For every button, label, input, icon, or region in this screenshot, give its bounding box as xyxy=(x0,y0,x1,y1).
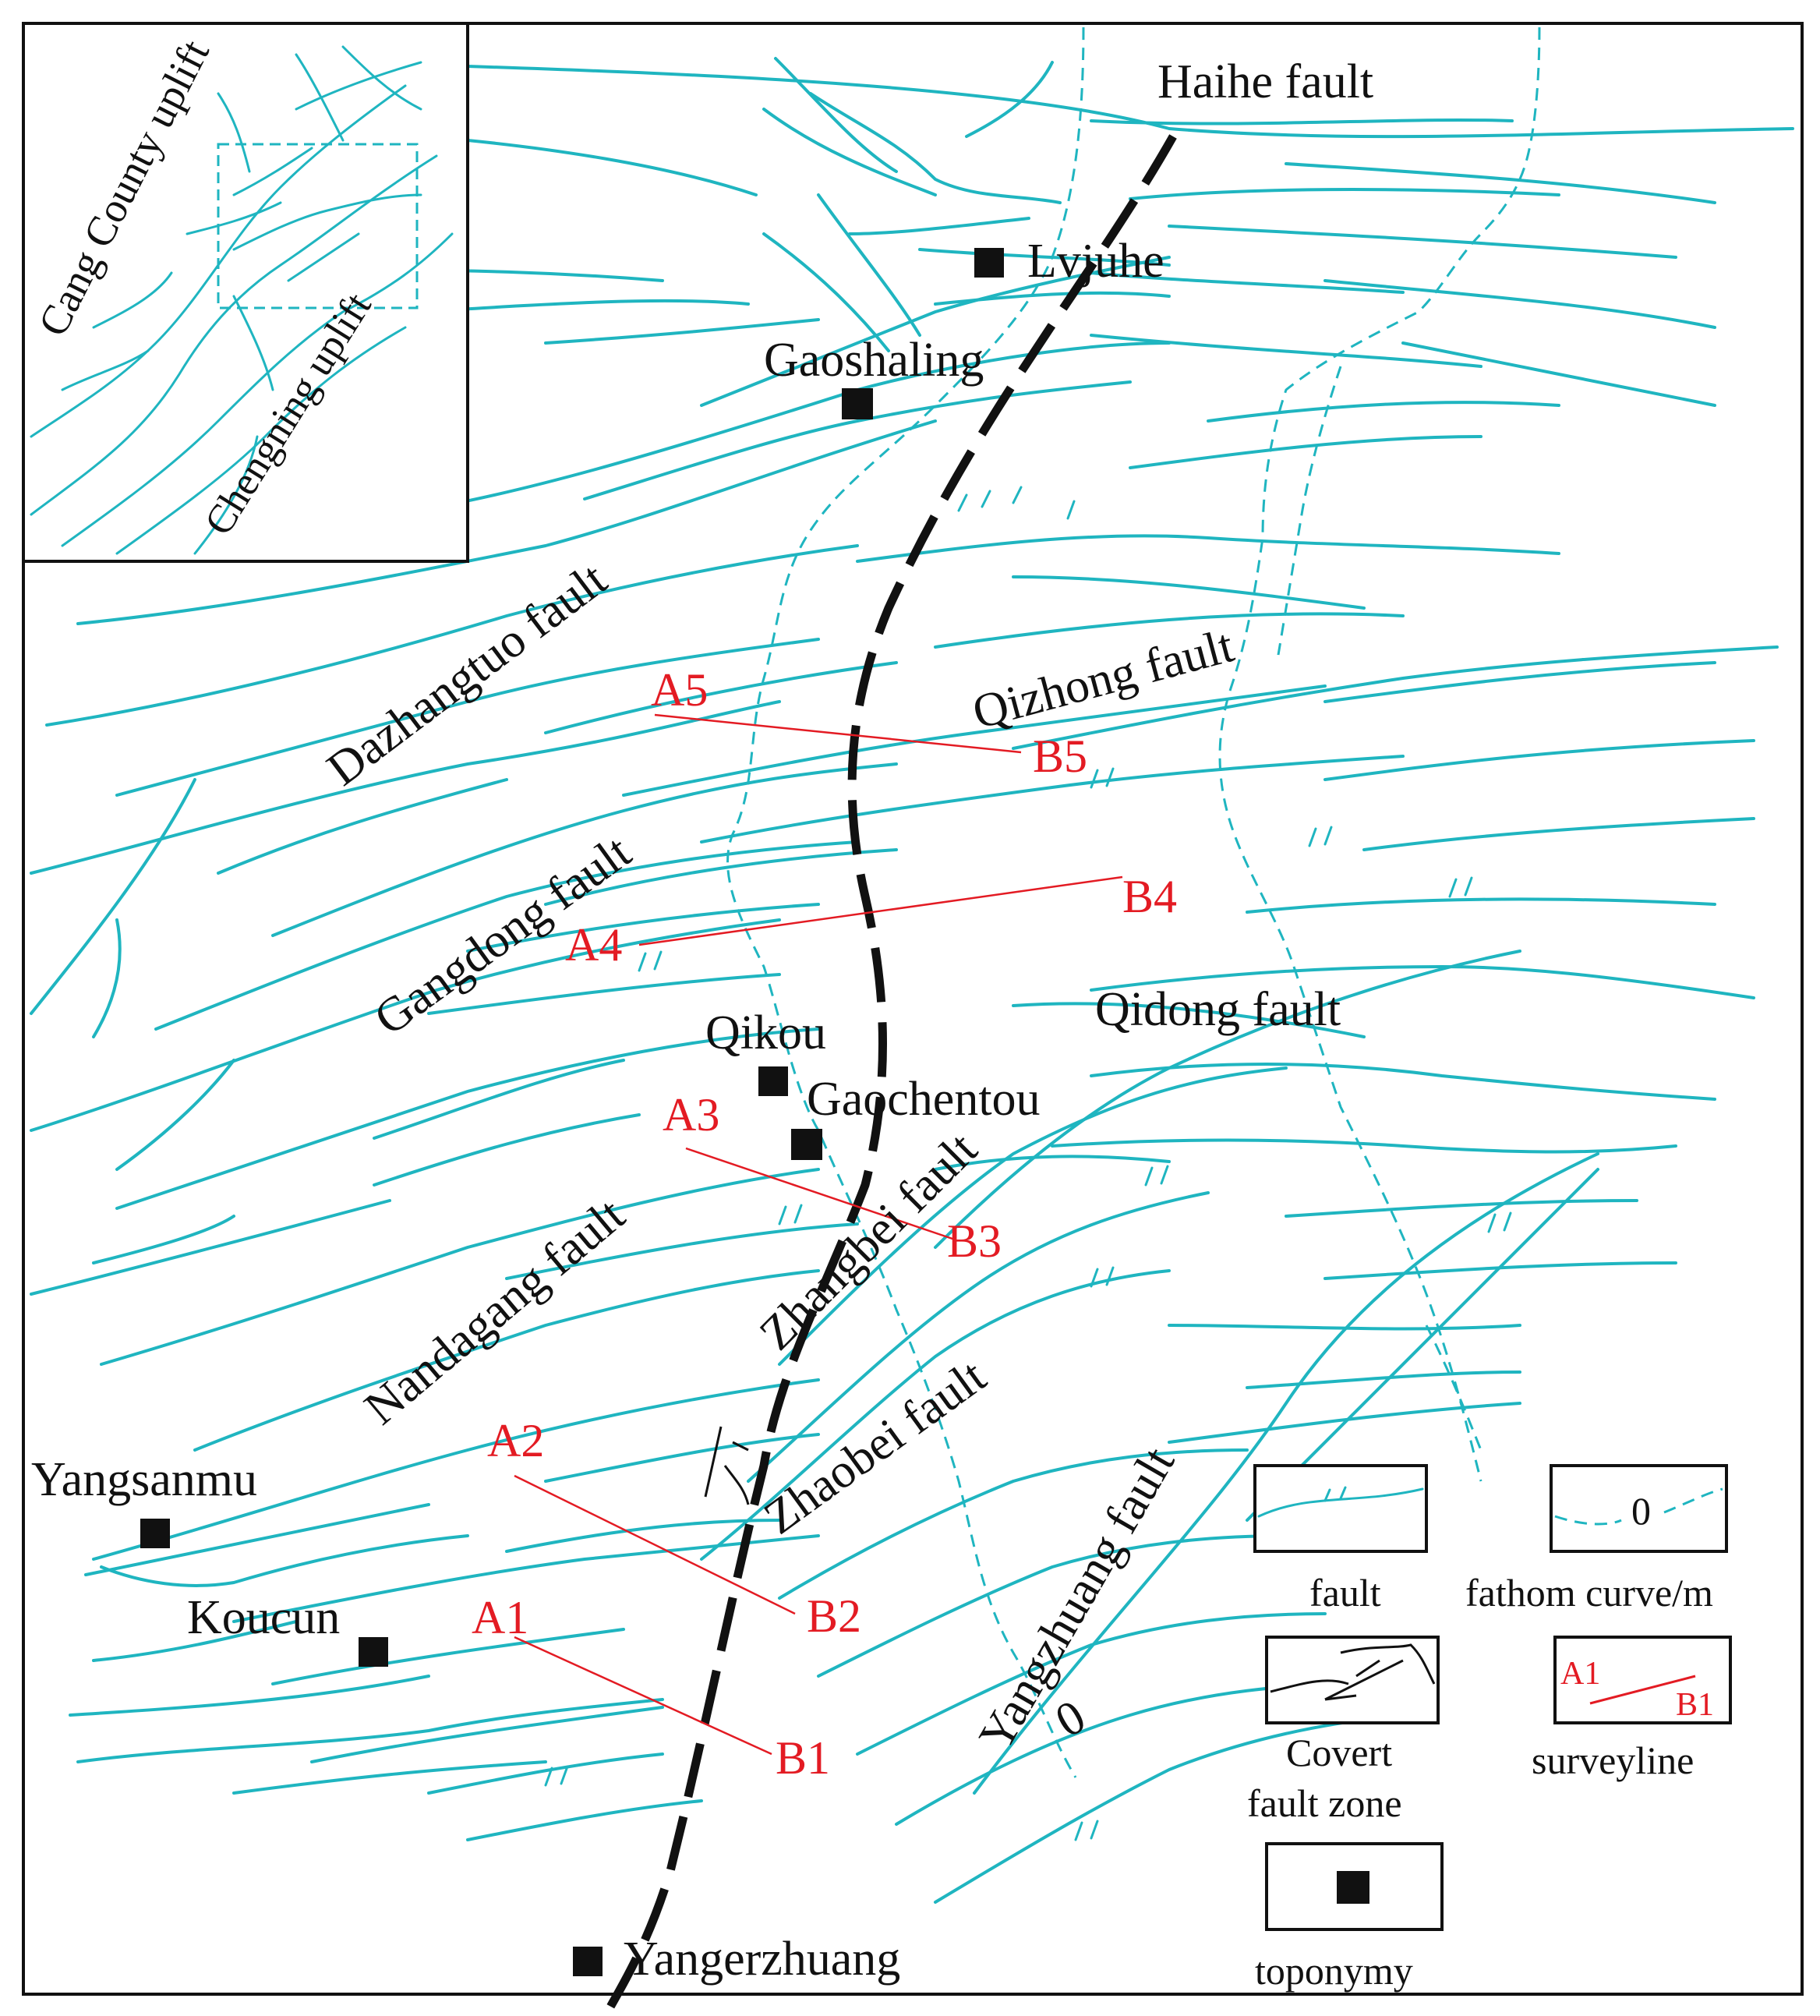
place-marker-yangerzhuang xyxy=(573,1947,603,1976)
legend-fault: fault xyxy=(1253,1464,1428,1615)
fathom-curves xyxy=(726,27,1541,1778)
fathom-zero-label: 0 xyxy=(1047,1690,1094,1748)
place-label-yangsanmu: Yangsanmu xyxy=(31,1453,257,1506)
label-qidong-fault: Qidong fault xyxy=(1095,983,1341,1036)
place-marker-gaoshaling xyxy=(842,388,873,419)
surveyline-a3-b3 xyxy=(685,1147,956,1241)
surveyline-a5-b5 xyxy=(654,713,1022,754)
surveyline-a1-label: A1 xyxy=(472,1592,528,1643)
legend-surveyline-b1: B1 xyxy=(1676,1687,1714,1723)
legend-toponymy: toponymy xyxy=(1255,1842,1444,1993)
surveyline-a2-label: A2 xyxy=(487,1415,544,1466)
places: Lvjuhe Gaoshaling Qikou Gaochentou Yangs… xyxy=(31,235,1164,1986)
place-marker-gaochentou xyxy=(791,1129,822,1160)
label-haihe-fault: Haihe fault xyxy=(1157,55,1373,108)
label-dazhangtuo-fault: Dazhangtuo fault xyxy=(318,553,617,796)
surveyline-a4-b4 xyxy=(638,875,1123,946)
fault-network xyxy=(22,57,1794,1904)
surveyline-b4-label: B4 xyxy=(1122,871,1177,922)
surveyline-b5-label: B5 xyxy=(1033,730,1087,782)
surveyline-b2-label: B2 xyxy=(807,1590,861,1642)
legend-surveyline-label: surveyline xyxy=(1532,1738,1694,1782)
surveyline-a4-label: A4 xyxy=(565,919,622,971)
surveyline-b3-label: B3 xyxy=(947,1215,1002,1267)
surveyline-a3-label: A3 xyxy=(663,1089,719,1141)
legend-covert-line2: fault zone xyxy=(1247,1781,1402,1825)
legend: fault 0 fathom curve/m Covert fault zone… xyxy=(1247,1464,1732,1993)
surveyline-a2-b2 xyxy=(514,1474,796,1615)
legend-covert-line1: Covert xyxy=(1286,1731,1392,1774)
place-label-koucun: Koucun xyxy=(187,1591,340,1644)
surveyline-a5-label: A5 xyxy=(651,664,708,716)
place-marker-qikou xyxy=(758,1066,788,1096)
place-marker-lvjuhe xyxy=(974,248,1004,278)
inset-map: Cang County uplift Chengning uplift xyxy=(22,22,469,563)
place-label-gaochentou: Gaochentou xyxy=(807,1073,1041,1126)
inset-study-area xyxy=(217,143,419,309)
legend-fathom-curve: 0 fathom curve/m xyxy=(1465,1464,1728,1615)
label-zhaobei-fault: Zhaobei fault xyxy=(755,1349,995,1544)
place-label-lvjuhe: Lvjuhe xyxy=(1027,235,1164,288)
place-marker-koucun xyxy=(359,1637,388,1667)
legend-surveyline: A1 B1 surveyline xyxy=(1532,1636,1732,1782)
place-label-gaoshaling: Gaoshaling xyxy=(764,334,984,387)
legend-fathom-curve-label: fathom curve/m xyxy=(1465,1571,1713,1615)
map-frame xyxy=(22,22,1804,1996)
covert-fault-zone xyxy=(604,134,1177,2014)
legend-fault-label: fault xyxy=(1309,1571,1381,1615)
surveyline-a1-b1 xyxy=(514,1636,772,1756)
legend-fathom-zero: 0 xyxy=(1631,1489,1651,1533)
place-marker-yangsanmu xyxy=(140,1519,170,1548)
legend-toponymy-label: toponymy xyxy=(1255,1949,1413,1993)
surveylines xyxy=(514,713,1123,1756)
place-label-yangerzhuang: Yangerzhuang xyxy=(624,1933,900,1986)
surveyline-b1-label: B1 xyxy=(776,1732,830,1784)
legend-surveyline-a1: A1 xyxy=(1560,1656,1600,1692)
place-label-qikou: Qikou xyxy=(705,1006,826,1059)
surveyline-labels: A5 B5 A4 B4 A3 B3 A2 B2 A1 B1 xyxy=(472,664,1177,1784)
legend-covert-fault-zone: Covert fault zone xyxy=(1247,1636,1440,1825)
